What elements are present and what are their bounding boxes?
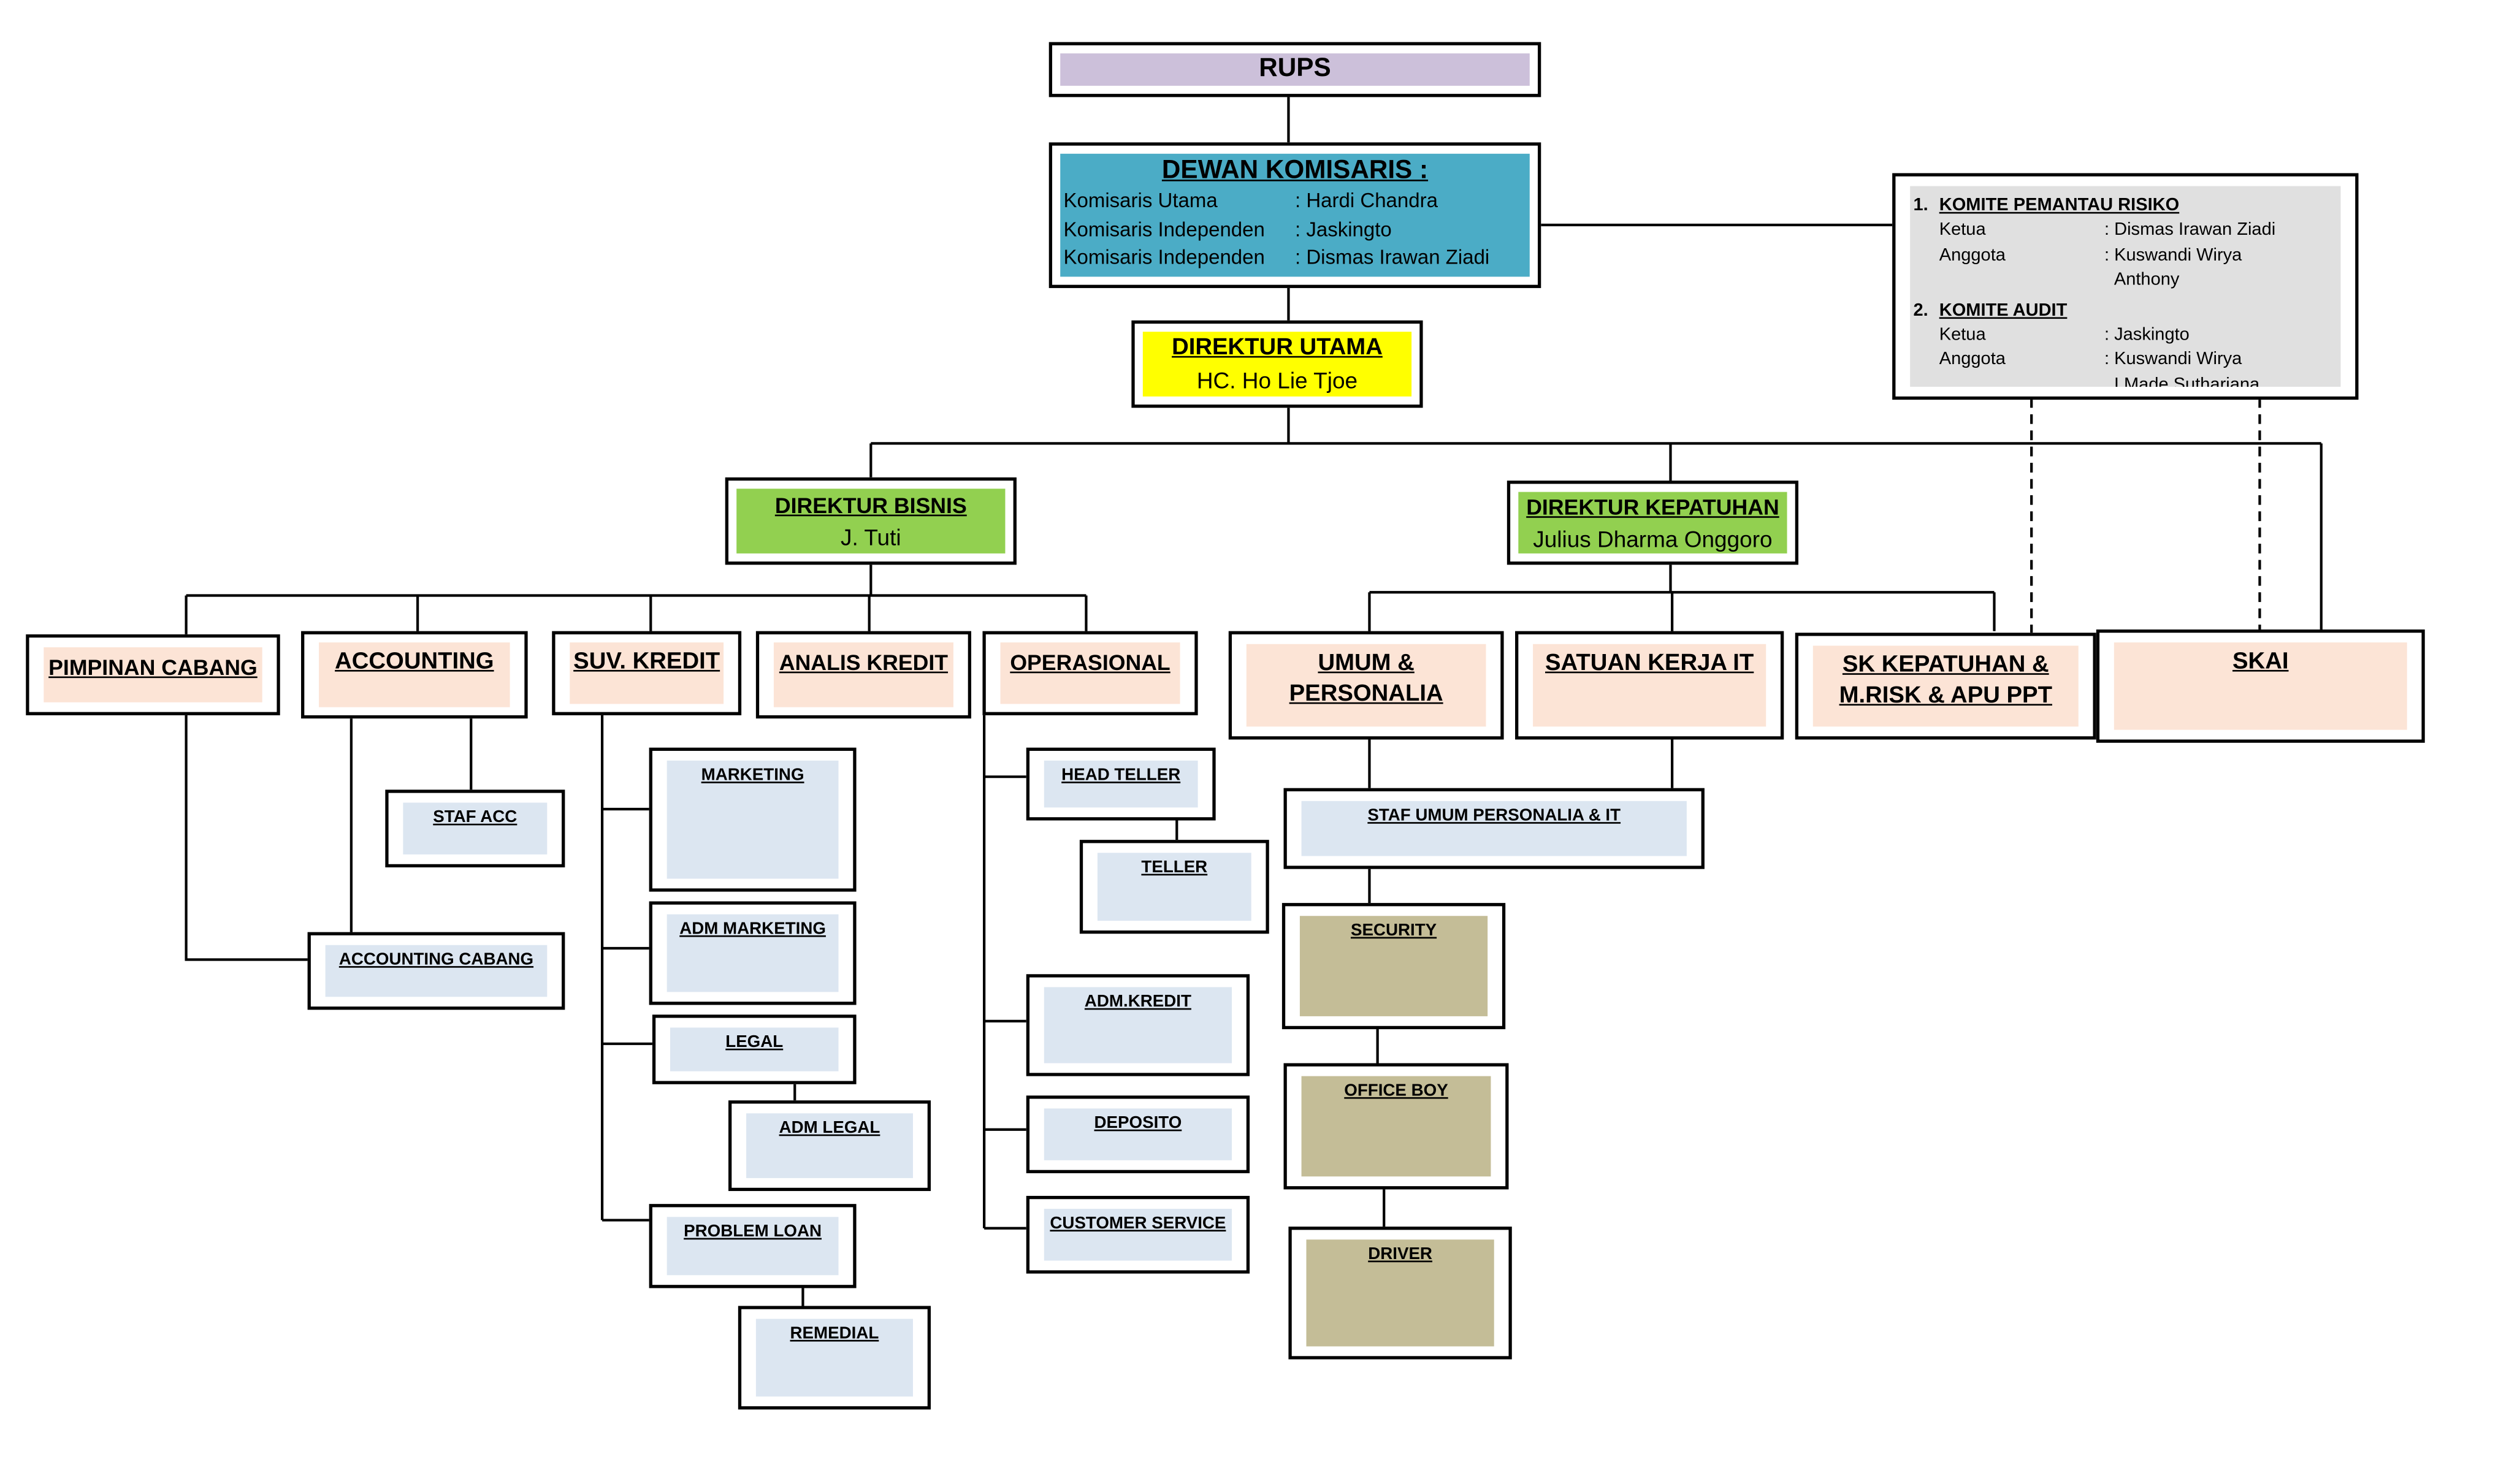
staff-remedial: REMEDIAL	[738, 1306, 931, 1410]
staff-problem-loan: PROBLEM LOAN	[649, 1204, 857, 1288]
committee-title-audit: 2.KOMITE AUDIT	[1913, 300, 2068, 320]
rups-box: RUPS	[1048, 42, 1541, 97]
direktur-bisnis-name: J. Tuti	[840, 523, 901, 550]
unit-skai: SKAI	[2096, 629, 2425, 743]
unit-analis-kredit: ANALIS KREDIT	[755, 631, 972, 719]
direktur-kepatuhan-title: DIREKTUR KEPATUHAN	[1526, 494, 1779, 519]
staff-adm-kredit: ADM.KREDIT	[1026, 974, 1250, 1076]
staff-umum-personalia-it: STAF UMUM PERSONALIA & IT	[1283, 788, 1705, 869]
staff-office-boy: OFFICE BOY	[1283, 1063, 1509, 1190]
committee-row: Anthony	[2114, 270, 2180, 290]
direktur-utama-title: DIREKTUR UTAMA	[1172, 334, 1383, 360]
committee-row: Anggota: Kuswandi Wirya	[1939, 245, 2242, 265]
unit-sk-kepatuhan: SK KEPATUHAN & M.RISK & APU PPT	[1795, 633, 2096, 740]
direktur-bisnis-box: DIREKTUR BISNIS J. Tuti	[725, 477, 1017, 565]
komisaris-row: Komisaris Independen: Dismas Irawan Ziad…	[1063, 246, 1490, 269]
unit-satuan-kerja-it: SATUAN KERJA IT	[1515, 631, 1784, 740]
staff-staf-acc: STAF ACC	[385, 790, 565, 868]
committee-title-risk: 1.KOMITE PEMANTAU RISIKO	[1913, 196, 2180, 216]
staff-teller: TELLER	[1079, 840, 1269, 934]
committee-box: 1.KOMITE PEMANTAU RISIKO Ketua: Dismas I…	[1892, 173, 2359, 400]
staff-deposito: DEPOSITO	[1026, 1095, 1250, 1174]
committee-row: I Made Sutharjana	[2114, 375, 2260, 387]
rups-title: RUPS	[1259, 55, 1331, 83]
staff-accounting-cabang: ACCOUNTING CABANG	[307, 932, 565, 1010]
unit-umum-personalia: UMUM & PERSONALIA	[1228, 631, 1504, 740]
komisaris-row: Komisaris Utama: Hardi Chandra	[1063, 189, 1438, 212]
dewan-komisaris-box: DEWAN KOMISARIS : Komisaris Utama: Hardi…	[1048, 142, 1541, 288]
staff-adm-marketing: ADM MARKETING	[649, 901, 857, 1005]
staff-marketing: MARKETING	[649, 747, 857, 892]
staff-legal: LEGAL	[652, 1014, 857, 1084]
committee-row: Ketua: Jaskingto	[1939, 324, 2190, 344]
direktur-kepatuhan-box: DIREKTUR KEPATUHAN Julius Dharma Onggoro	[1507, 481, 1799, 565]
unit-operasional: OPERASIONAL	[982, 631, 1198, 715]
staff-driver: DRIVER	[1288, 1227, 1512, 1360]
staff-customer-service: CUSTOMER SERVICE	[1026, 1195, 1250, 1274]
staff-adm-legal: ADM LEGAL	[728, 1100, 931, 1192]
unit-suv-kredit: SUV. KREDIT	[552, 631, 742, 715]
komisaris-row: Komisaris Independen: Jaskingto	[1063, 218, 1392, 241]
unit-pimpinan-cabang: PIMPINAN CABANG	[26, 634, 280, 715]
direktur-utama-name: HC. Ho Lie Tjoe	[1196, 366, 1358, 393]
staff-head-teller: HEAD TELLER	[1026, 747, 1216, 821]
unit-accounting: ACCOUNTING	[301, 631, 528, 719]
direktur-kepatuhan-name: Julius Dharma Onggoro	[1533, 525, 1773, 551]
committee-row: Anggota: Kuswandi Wirya	[1939, 349, 2242, 369]
direktur-bisnis-title: DIREKTUR BISNIS	[774, 492, 967, 517]
dewan-komisaris-title: DEWAN KOMISARIS :	[1161, 157, 1429, 185]
staff-security: SECURITY	[1281, 903, 1506, 1030]
direktur-utama-box: DIREKTUR UTAMA HC. Ho Lie Tjoe	[1131, 320, 1423, 408]
committee-row: Ketua: Dismas Irawan Ziadi	[1939, 220, 2276, 240]
